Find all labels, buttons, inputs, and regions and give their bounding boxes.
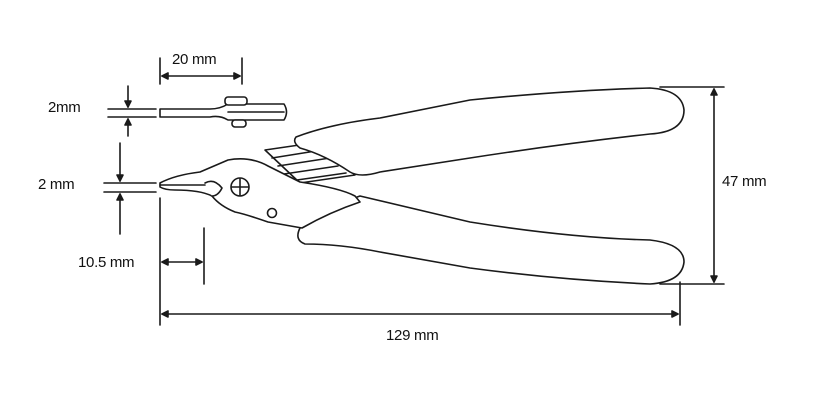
- label-tip-length: 20 mm: [172, 51, 216, 68]
- label-handle-width: 47 mm: [722, 173, 766, 190]
- dimension-total-length: 129 mm: [161, 281, 681, 344]
- upper-handle: [293, 87, 685, 176]
- label-total-length: 129 mm: [386, 327, 438, 344]
- dimension-tip-length: 20 mm: [159, 51, 243, 85]
- dimension-jaw-opening: 2 mm: [38, 142, 157, 235]
- rivet: [266, 207, 278, 219]
- label-tip-thickness: 2mm: [48, 99, 80, 116]
- dimension-jaw-depth: 10.5 mm: [78, 197, 205, 326]
- spring: [264, 141, 356, 184]
- lower-handle: [297, 195, 685, 285]
- dimension-tip-thickness: 2mm: [48, 85, 157, 137]
- label-jaw-opening: 2 mm: [38, 176, 74, 193]
- dimension-handle-width: 47 mm: [659, 86, 767, 285]
- tip-side-view: [159, 96, 288, 128]
- jaw-head: [159, 158, 361, 229]
- pliers-body: [159, 87, 685, 285]
- label-jaw-depth: 10.5 mm: [78, 254, 134, 271]
